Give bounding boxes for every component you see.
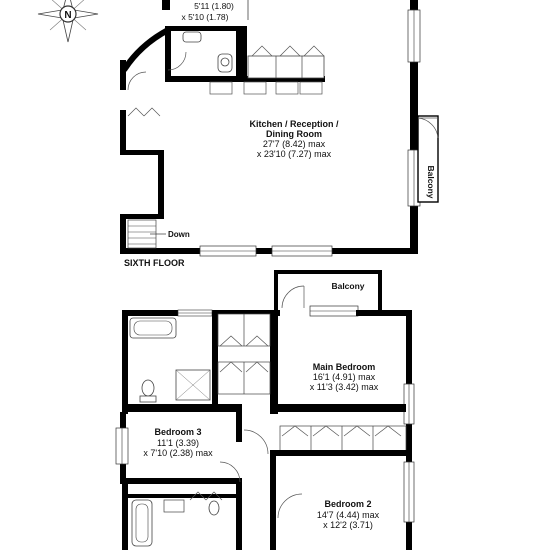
- main-bedroom-dims-line1: 16'1 (4.91) max: [313, 372, 376, 382]
- compass-rose: N: [37, 0, 99, 43]
- stairs: [127, 219, 166, 249]
- bedroom2-dims-line1: 14'7 (4.44) max: [317, 510, 380, 520]
- kitchen-dims-line2: x 23'10 (7.27) max: [257, 149, 332, 159]
- upper-balcony-label: Balcony: [426, 165, 436, 198]
- compass-north-label: N: [64, 10, 71, 21]
- bedroom3-dims-line1: 11'1 (3.39): [157, 438, 199, 448]
- main-bedroom-name: Main Bedroom: [313, 362, 376, 372]
- small-room-dims-line2: x 5'10 (1.78): [182, 12, 229, 22]
- kitchen-name-line1: Kitchen / Reception /: [249, 119, 339, 129]
- floor-label-sixth: SIXTH FLOOR: [124, 258, 185, 268]
- lower-floor-plan: Balcony: [115, 270, 415, 550]
- bedroom2-name: Bedroom 2: [324, 499, 371, 509]
- bedroom3-name: Bedroom 3: [154, 427, 201, 437]
- sixth-floor-plan: 5'11 (1.80) x 5'10 (1.78) Kitchen / Rece…: [120, 0, 439, 268]
- lower-balcony-label: Balcony: [331, 281, 364, 291]
- main-bedroom-dims-line2: x 11'3 (3.42) max: [310, 382, 379, 392]
- kitchen-name-line2: Dining Room: [266, 129, 322, 139]
- stairs-down-label: Down: [168, 230, 190, 239]
- bedroom3-dims-line2: x 7'10 (2.38) max: [143, 448, 213, 458]
- kitchen-dims-line1: 27'7 (8.42) max: [263, 139, 326, 149]
- small-room-dims-line1: 5'11 (1.80): [194, 1, 234, 11]
- bedroom2-dims-line2: x 12'2 (3.71): [323, 520, 373, 530]
